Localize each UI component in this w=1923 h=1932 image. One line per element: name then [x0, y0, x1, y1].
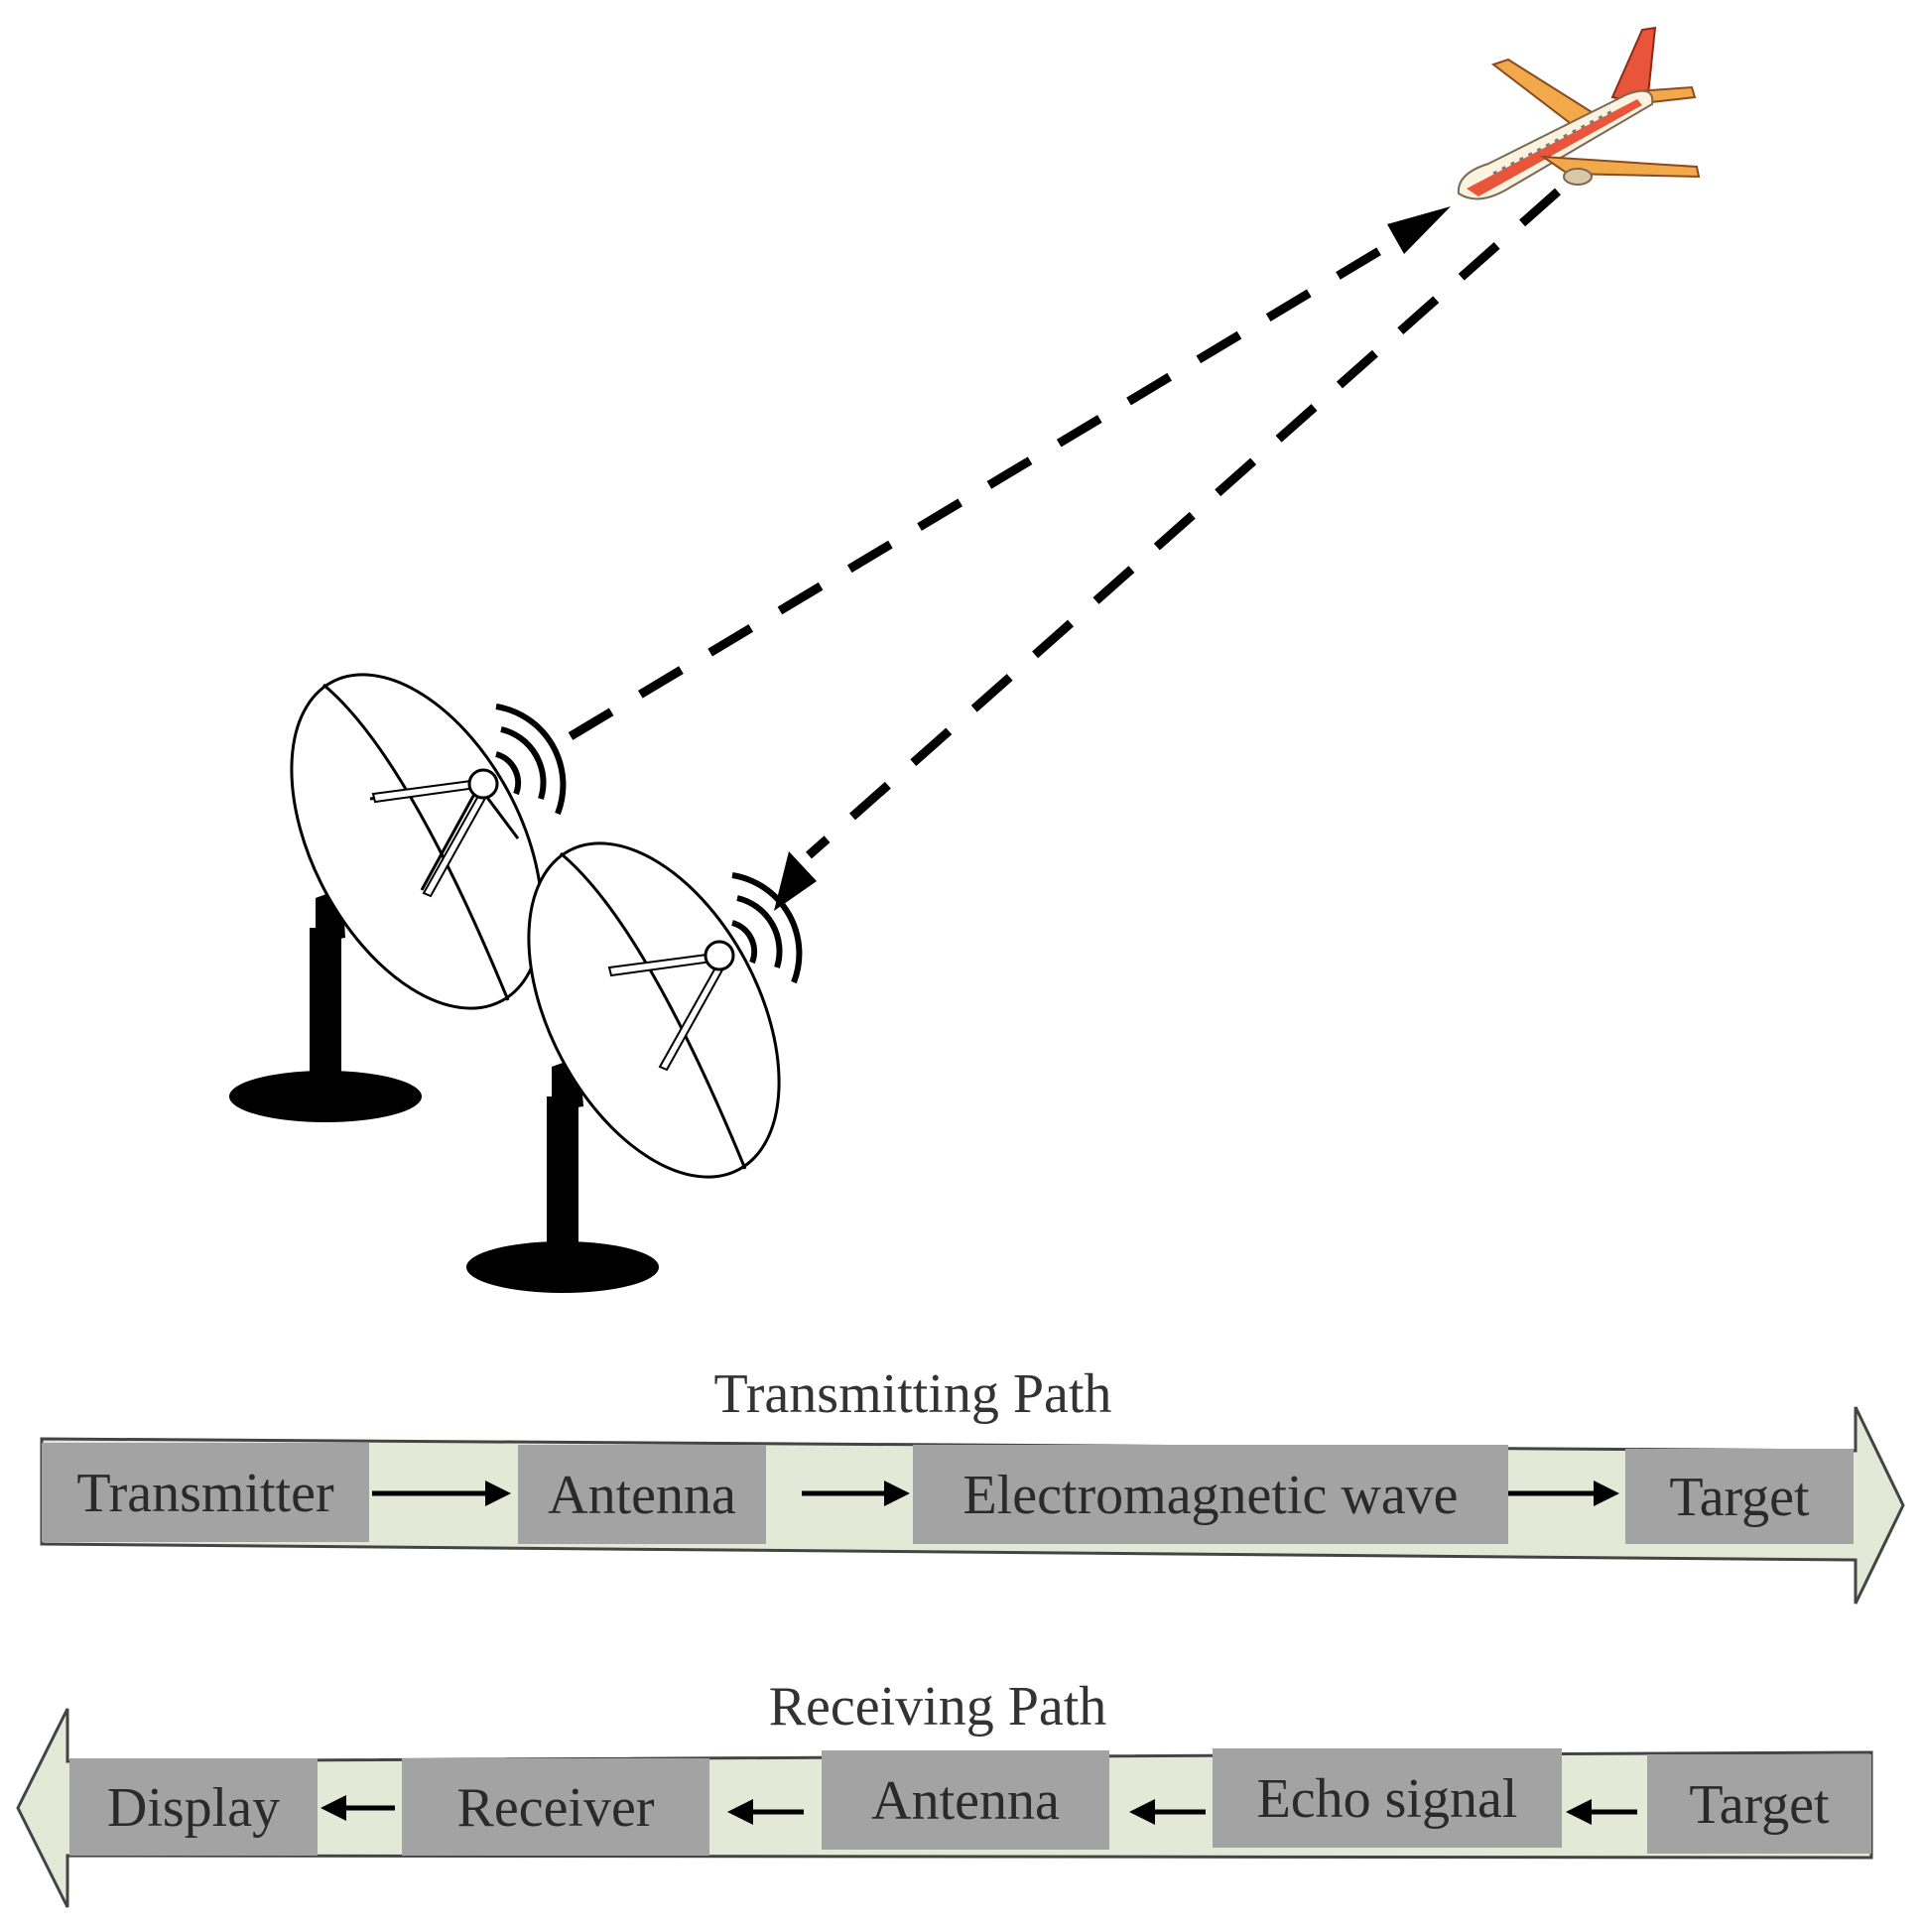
tx-connector-arrowhead-2 — [884, 1481, 910, 1506]
tx-connector-arrowhead-1 — [485, 1481, 511, 1506]
rx-connector-arrowhead-1 — [320, 1795, 346, 1821]
signal-lines — [568, 188, 1561, 911]
outgoing-signal-line — [568, 232, 1407, 740]
tx-connector-arrowhead-3 — [1594, 1481, 1619, 1506]
radar-dish-icon — [229, 673, 567, 1122]
rx-box-target — [1647, 1754, 1871, 1854]
rx-label-target: Target — [1689, 1774, 1830, 1836]
rx-connector-arrowhead-3 — [1129, 1799, 1155, 1825]
tx-box-antenna — [518, 1445, 766, 1544]
tx-label-antenna: Antenna — [548, 1465, 736, 1526]
rx-box-antenna — [822, 1750, 1109, 1850]
radar-dish-icon — [466, 841, 803, 1293]
rx-box-display — [69, 1758, 318, 1856]
transmitting-path-title: Transmitting Path — [714, 1363, 1112, 1425]
rx-label-display: Display — [107, 1777, 280, 1839]
rx-box-echo-signal — [1213, 1748, 1562, 1848]
rx-label-receiver: Receiver — [457, 1777, 655, 1839]
rx-connector-arrowhead-2 — [727, 1799, 753, 1825]
rx-connector-arrowhead-4 — [1566, 1799, 1592, 1825]
tx-box-electromagnetic-wave — [913, 1445, 1508, 1544]
tx-label-electromagnetic-wave: Electromagnetic wave — [962, 1465, 1458, 1526]
rx-label-antenna: Antenna — [871, 1770, 1060, 1832]
receiving-path-title: Receiving Path — [769, 1676, 1107, 1738]
echo-signal-line — [806, 188, 1561, 859]
rx-label-echo-signal: Echo signal — [1257, 1768, 1518, 1830]
tx-box-target — [1625, 1449, 1854, 1544]
tx-label-transmitter: Transmitter — [76, 1463, 334, 1524]
echo-signal-arrowhead — [774, 851, 817, 911]
airplane-icon — [1457, 26, 1701, 200]
rx-box-receiver — [402, 1758, 709, 1856]
tx-label-target: Target — [1669, 1467, 1810, 1528]
tx-box-transmitter — [42, 1443, 369, 1542]
outgoing-signal-arrowhead — [1387, 206, 1451, 254]
